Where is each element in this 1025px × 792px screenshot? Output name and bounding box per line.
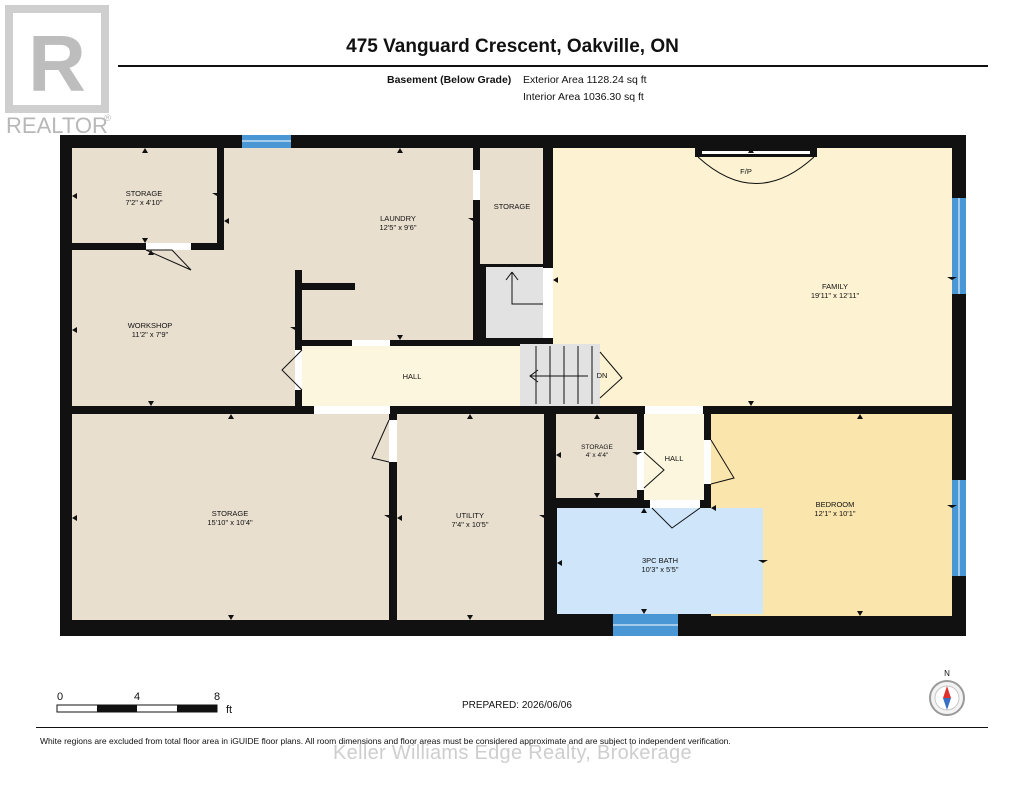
room-storage-2 [480,148,543,264]
room-label-dn: DN [596,371,608,380]
room-label-storage-2: STORAGE [493,202,531,211]
stair-treads [535,346,593,404]
opening-storage-3 [314,406,390,414]
brokerage-watermark: Keller Williams Edge Realty, Brokerage [333,742,692,764]
room-workshop [72,250,295,406]
stairs [520,344,600,406]
room-bath [557,508,763,614]
compass: N [927,669,967,719]
door-storage-2 [473,170,480,200]
door-storage-4 [637,450,644,490]
room-label-hall-1: HALL [402,372,422,381]
room-label-hall-2: HALL [664,454,684,463]
fireplace-icon [697,156,815,184]
level-label: Basement (Below Grade) [387,74,512,86]
room-utility [397,414,544,620]
realtor-logo-icon: R REALTOR ® [5,5,111,138]
compass-label: N [944,669,950,678]
scale-unit: ft [226,704,233,716]
room-storage-3 [72,414,389,620]
door-bedroom [704,440,711,484]
dimension-arrows [72,148,957,620]
realtor-logo: R REALTOR ® [3,3,115,138]
opening-family [543,268,553,338]
door-storage-1 [146,243,191,250]
disclaimer: White regions are excluded from total fl… [40,736,731,746]
opening-hall-2 [645,406,703,414]
scale-label-0: 0 [57,691,64,703]
door-utility [389,420,397,462]
room-storage-4 [556,414,637,498]
svg-text:R: R [28,19,86,108]
compass-icon [929,680,965,716]
scale-label-8: 8 [214,691,221,703]
room-hall-1 [302,346,520,406]
interior-area: Interior Area 1036.30 sq ft [523,91,644,103]
stair-landing [486,266,543,338]
page-title: 475 Vanguard Crescent, Oakville, ON [346,36,679,57]
svg-text:®: ® [104,113,111,123]
footer-rule [36,727,988,728]
scale-label-4: 4 [134,691,141,703]
scale-bar [56,704,218,713]
room-laundry-top [224,148,473,270]
header-rule [118,65,988,67]
room-label-fp: F/P [740,167,752,176]
prepared-date: PREPARED: 2026/06/06 [462,700,572,711]
door-bath [650,500,700,508]
svg-text:REALTOR: REALTOR [6,113,108,138]
door-laundry [352,340,390,346]
room-storage-1 [72,148,217,243]
room-laundry-bottom [302,270,473,340]
room-family [553,148,952,406]
room-hall-2 [644,414,704,500]
exterior-area: Exterior Area 1128.24 sq ft [523,74,647,86]
door-workshop [295,350,302,390]
